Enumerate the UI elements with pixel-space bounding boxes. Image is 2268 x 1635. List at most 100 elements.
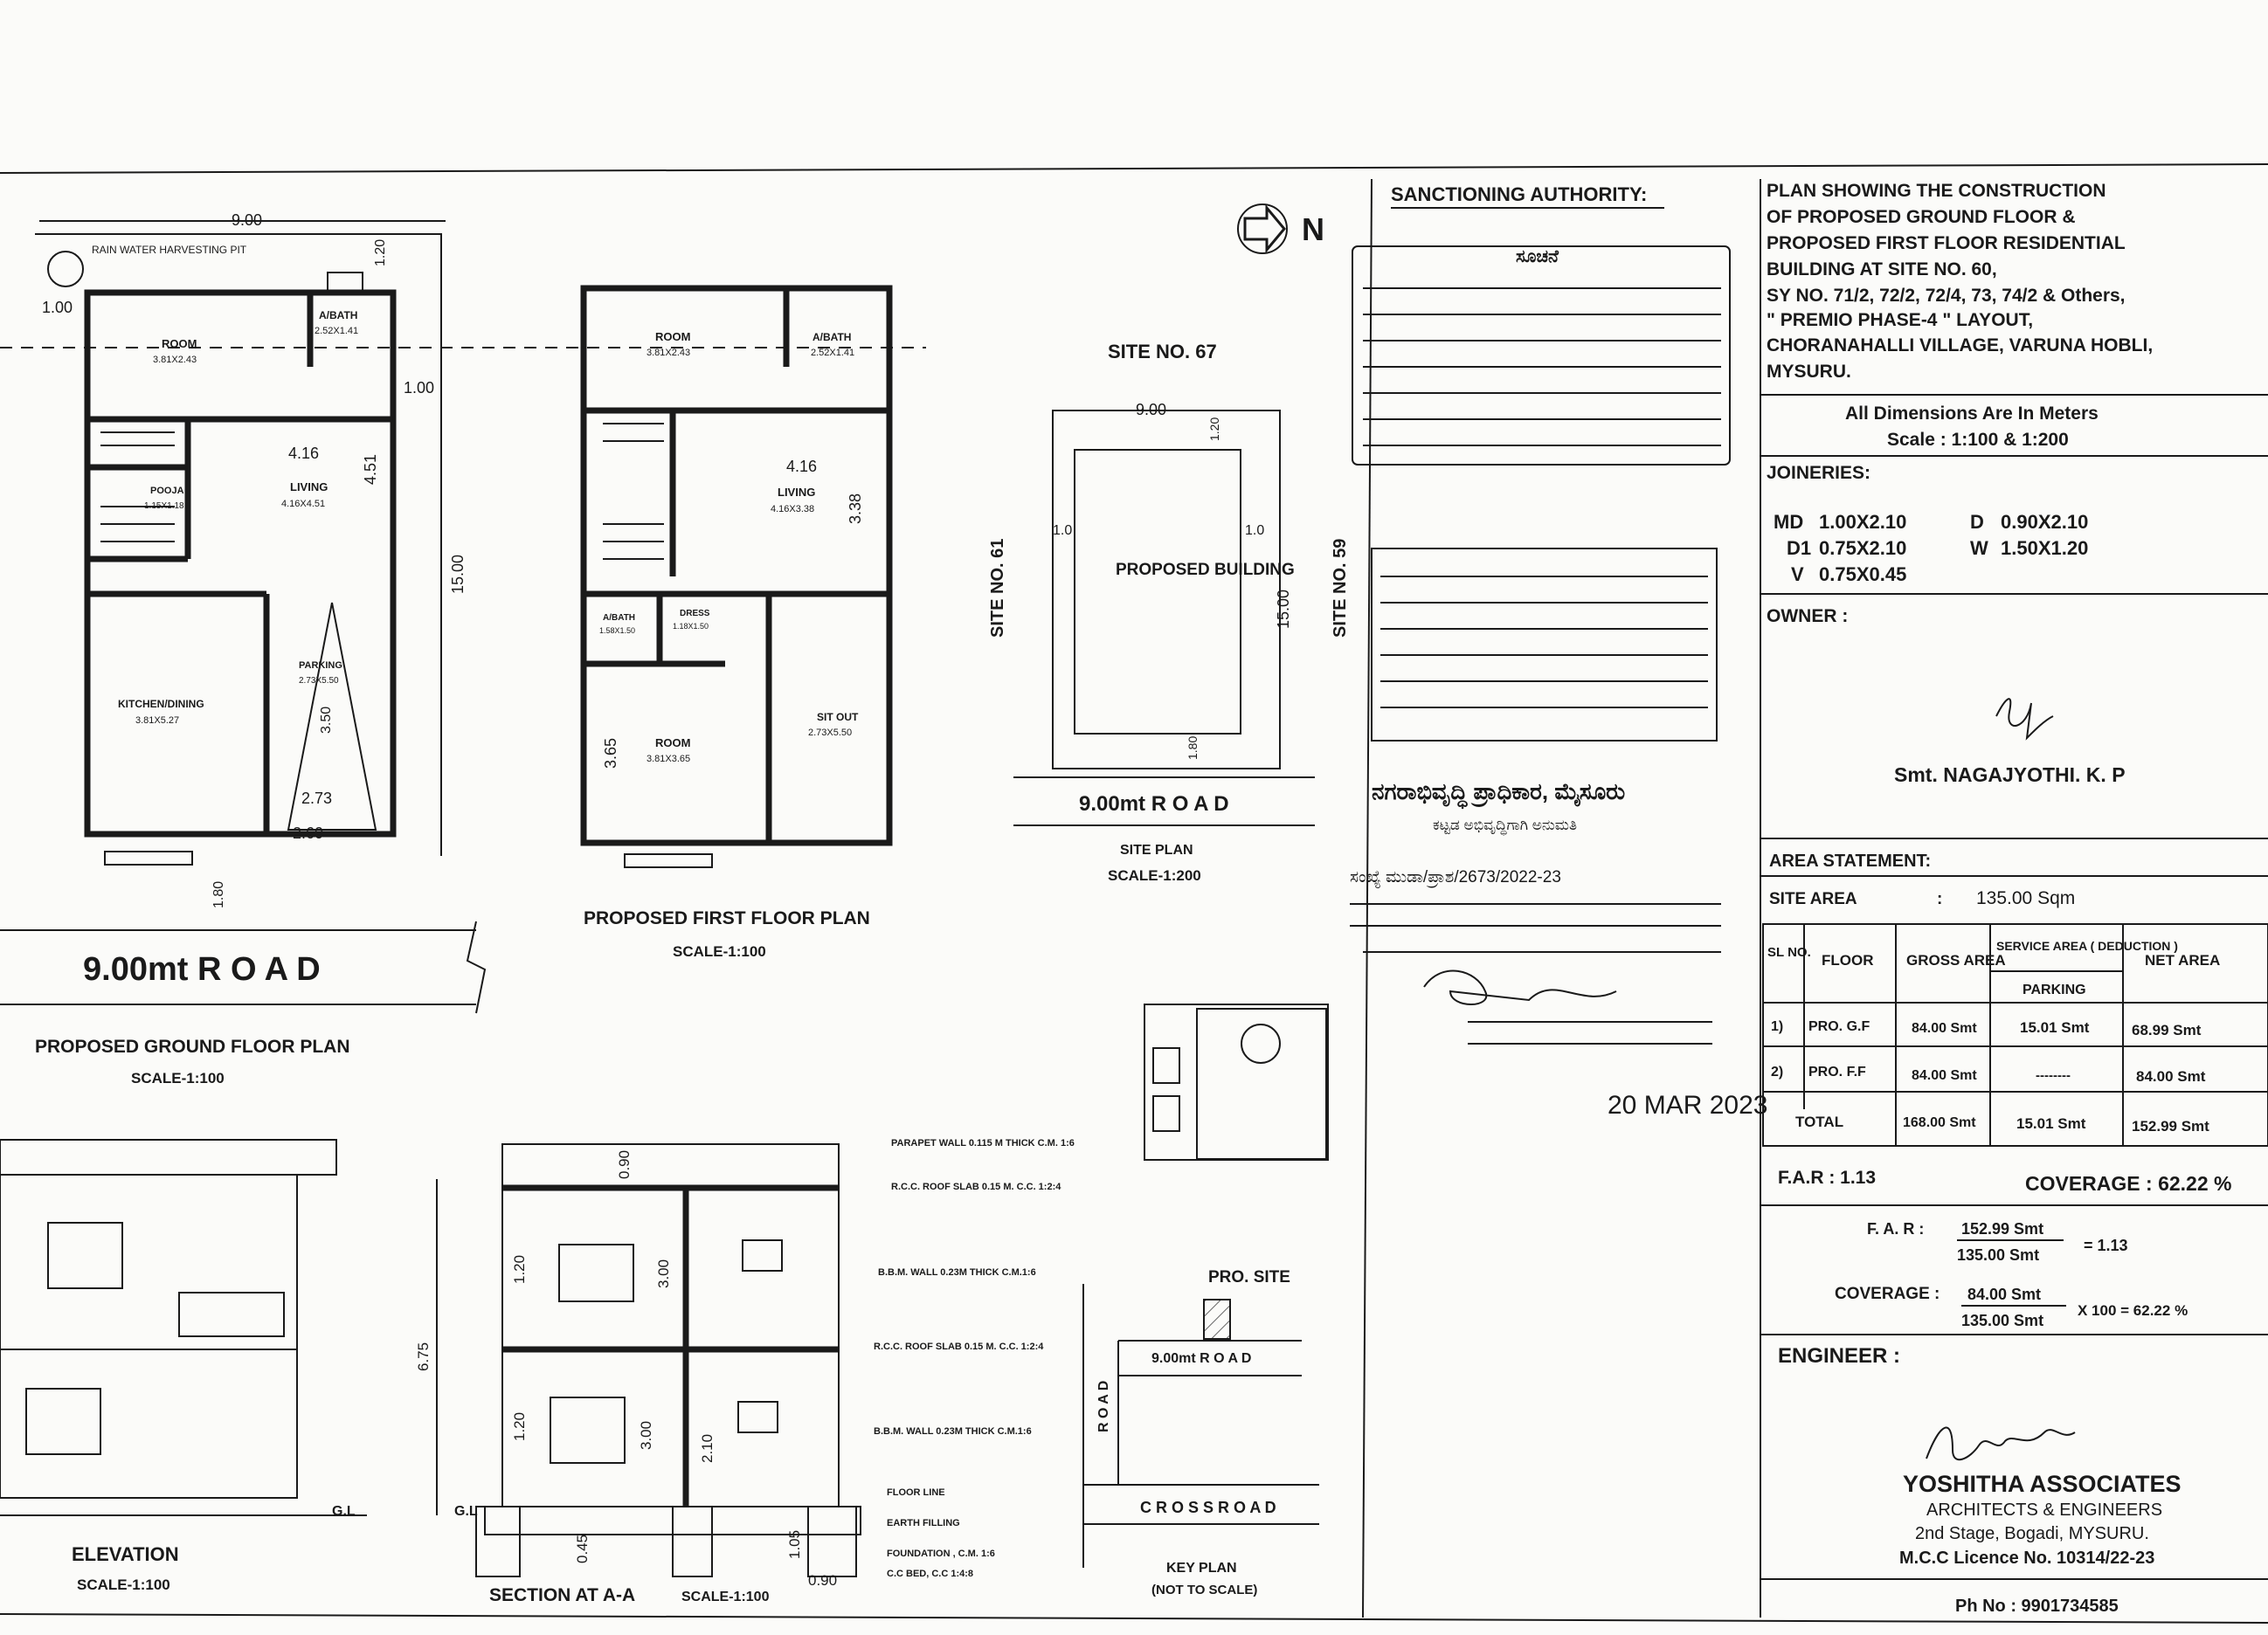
svg-text:CHORANAHALLI VILLAGE, VARUNA H: CHORANAHALLI VILLAGE, VARUNA HOBLI, xyxy=(1767,335,2153,355)
gf-outer-walls xyxy=(84,289,397,838)
sec-dim-floor1: 3.00 xyxy=(655,1259,672,1288)
sec-dim-sill2: 1.20 xyxy=(511,1412,528,1441)
key-site-marker xyxy=(1203,1299,1231,1340)
svg-text:D1: D1 xyxy=(1787,537,1811,559)
row1-sl: 1) xyxy=(1771,1019,1783,1034)
total-label: TOTAL xyxy=(1795,1114,1843,1130)
svg-text:BUILDING AT SITE NO. 60,: BUILDING AT SITE NO. 60, xyxy=(1767,259,1997,279)
title-block: PLAN SHOWING THE CONSTRUCTION OF PROPOSE… xyxy=(1760,181,2268,1616)
sanction-heading: SANCTIONING AUTHORITY: xyxy=(1391,183,1647,205)
th-gross: GROSS AREA xyxy=(1906,952,2006,969)
proposed-building-footprint xyxy=(1074,449,1241,735)
ff-dim-living-w: 4.16 xyxy=(786,458,817,475)
sec-dim-sill1: 1.20 xyxy=(511,1255,528,1284)
ff-bath2-label: A/BATH xyxy=(603,613,635,623)
approval-stamp-box xyxy=(1371,548,1718,742)
ff-bath1-size: 2.52X1.41 xyxy=(811,348,854,358)
ff-dim-room2-h: 3.65 xyxy=(602,738,619,769)
svg-text:152.99 Smt: 152.99 Smt xyxy=(1961,1220,2043,1238)
gf-dim-front: 1.80 xyxy=(211,881,226,908)
site-west-label: SITE NO. 61 xyxy=(988,539,1007,638)
stamp-text-lines xyxy=(1363,287,1721,446)
sheet-top-border xyxy=(0,163,2268,174)
elevation: G.L ELEVATION SCALE-1:100 xyxy=(0,1139,367,1593)
engineer-signature-icon xyxy=(1926,1426,2076,1461)
section-notes: PARAPET WALL 0.115 M THICK C.M. 1:6 R.C.… xyxy=(874,1138,1075,1579)
site-area-value: 135.00 Sqm xyxy=(1976,888,2075,908)
row1-parking: 15.01 Smt xyxy=(2020,1019,2090,1036)
th-floor: FLOOR xyxy=(1822,952,1874,969)
coverage-calculation: COVERAGE : 84.00 Smt 135.00 Smt X 100 = … xyxy=(1835,1285,2188,1329)
north-arrow-icon: N xyxy=(1237,204,1324,254)
sec-gl-label: G.L xyxy=(454,1504,478,1519)
joineries-list: MD 1.00X2.10 D 0.90X2.10 D1 0.75X2.10 W … xyxy=(1774,511,2088,585)
gf-plan-scale: SCALE-1:100 xyxy=(131,1070,225,1087)
svg-text:B.B.M. WALL 0.23M THICK C.M.1:: B.B.M. WALL 0.23M THICK C.M.1:6 xyxy=(874,1426,1032,1437)
ff-outer-walls xyxy=(580,285,893,846)
sec-dim-bed: 0.90 xyxy=(808,1572,837,1589)
gf-dim-depth: 15.00 xyxy=(449,555,467,594)
svg-text:B.B.M. WALL 0.23M THICK C.M.1:: B.B.M. WALL 0.23M THICK C.M.1:6 xyxy=(878,1267,1036,1278)
ff-plan-title: PROPOSED FIRST FLOOR PLAN xyxy=(584,908,870,928)
firm-licence: M.C.C Licence No. 10314/22-23 xyxy=(1899,1549,2154,1568)
svg-text:SY NO. 71/2, 72/2, 72/4, 73, 7: SY NO. 71/2, 72/2, 72/4, 73, 74/2 & Othe… xyxy=(1767,286,2126,306)
official-signature-icon xyxy=(1423,969,1617,1005)
section-a-a: G.L 0.90 1.20 3.00 6.75 1.20 3.00 2.10 0… xyxy=(415,1138,1075,1605)
gf-living-label: LIVING xyxy=(290,480,328,493)
gf-dim-parking: 3.50 xyxy=(319,707,334,734)
key-road-top: 9.00mt R O A D xyxy=(1151,1351,1251,1366)
ff-room2-label: ROOM xyxy=(655,736,690,749)
svg-text:V: V xyxy=(1791,563,1804,585)
first-floor-plan: ROOM 3.81X2.43 A/BATH 2.52X1.41 LIVING 4… xyxy=(580,285,893,960)
svg-text:PLAN SHOWING THE CONSTRUCTION: PLAN SHOWING THE CONSTRUCTION xyxy=(1767,181,2106,201)
site-area-label: SITE AREA xyxy=(1769,890,1857,908)
sec-dim-total: 6.75 xyxy=(415,1342,432,1371)
svg-text:F. A. R :: F. A. R : xyxy=(1867,1220,1924,1238)
gf-rwh-label: RAIN WATER HARVESTING PIT xyxy=(92,244,247,256)
gf-bath-label: A/BATH xyxy=(319,309,357,321)
ff-dress-label: DRESS xyxy=(680,609,710,618)
row2-gross: 84.00 Smt xyxy=(1912,1068,1977,1083)
gf-kitchen-size: 3.81X5.27 xyxy=(135,715,179,726)
svg-text:PROPOSED FIRST FLOOR RESIDENTI: PROPOSED FIRST FLOOR RESIDENTIAL xyxy=(1767,233,2126,253)
key-pro-site-label: PRO. SITE xyxy=(1208,1268,1290,1287)
svg-text:EARTH FILLING: EARTH FILLING xyxy=(887,1518,960,1528)
site-building-label: PROPOSED BUILDING xyxy=(1116,561,1295,579)
gf-pooja-label: POOJA xyxy=(150,486,184,496)
gf-room-label: ROOM xyxy=(162,337,197,350)
sanction-divider xyxy=(1362,178,1373,1618)
key-plan-title: KEY PLAN xyxy=(1166,1561,1237,1576)
elevation-title: ELEVATION xyxy=(72,1543,179,1565)
gf-plan-title: PROPOSED GROUND FLOOR PLAN xyxy=(35,1037,350,1057)
ff-bath2-size: 1.58X1.50 xyxy=(599,626,635,635)
gf-bath-size: 2.52X1.41 xyxy=(315,326,358,336)
svg-text:0.90X2.10: 0.90X2.10 xyxy=(2001,511,2088,533)
svg-text:= 1.13: = 1.13 xyxy=(2084,1237,2128,1254)
row1-gross: 84.00 Smt xyxy=(1912,1021,1977,1036)
svg-text:0.75X0.45: 0.75X0.45 xyxy=(1819,563,1906,585)
svg-text:C.C BED, C.C 1:4:8: C.C BED, C.C 1:4:8 xyxy=(887,1569,973,1579)
sheet-bottom-border xyxy=(0,1613,2268,1624)
site-dim-front: 1.80 xyxy=(1186,736,1200,760)
owner-heading: OWNER : xyxy=(1767,606,1848,626)
sanction-stamp-box xyxy=(1352,245,1731,466)
svg-text:X 100 = 62.22 %: X 100 = 62.22 % xyxy=(2078,1302,2188,1319)
svg-text:135.00 Smt: 135.00 Smt xyxy=(1957,1246,2039,1264)
th-net: NET AREA xyxy=(2145,952,2220,969)
dimensions-note: All Dimensions Are In Meters xyxy=(1845,404,2099,424)
gf-parking-size: 2.73X5.50 xyxy=(299,676,339,686)
owner-signature-icon xyxy=(1995,698,2054,741)
site-plan-title: SITE PLAN xyxy=(1120,843,1193,858)
gf-pooja-size: 1.15X1.18 xyxy=(144,501,184,511)
site-dim-depth: 15.00 xyxy=(1275,590,1292,629)
authority-name: ನಗರಾಭಿವೃದ್ಧಿ ಪ್ರಾಧಿಕಾರ, ಮೈಸೂರು xyxy=(1372,778,1625,810)
svg-text:0.75X2.10: 0.75X2.10 xyxy=(1819,537,1906,559)
authority-sub: ಕಟ್ಟಡ ಅಭಿವೃದ್ಧಿಗಾಗಿ ಅನುಮತಿ xyxy=(1433,817,1577,837)
key-cross-road: C R O S S R O A D xyxy=(1140,1499,1276,1516)
gf-kitchen-label: KITCHEN/DINING xyxy=(118,698,204,710)
north-label: N xyxy=(1302,211,1324,247)
site-dim-top: 1.20 xyxy=(1207,417,1221,441)
gf-dim-living-w: 4.16 xyxy=(288,445,319,462)
th-sl: SL NO. xyxy=(1767,945,1811,960)
total-parking: 15.01 Smt xyxy=(2016,1115,2086,1132)
